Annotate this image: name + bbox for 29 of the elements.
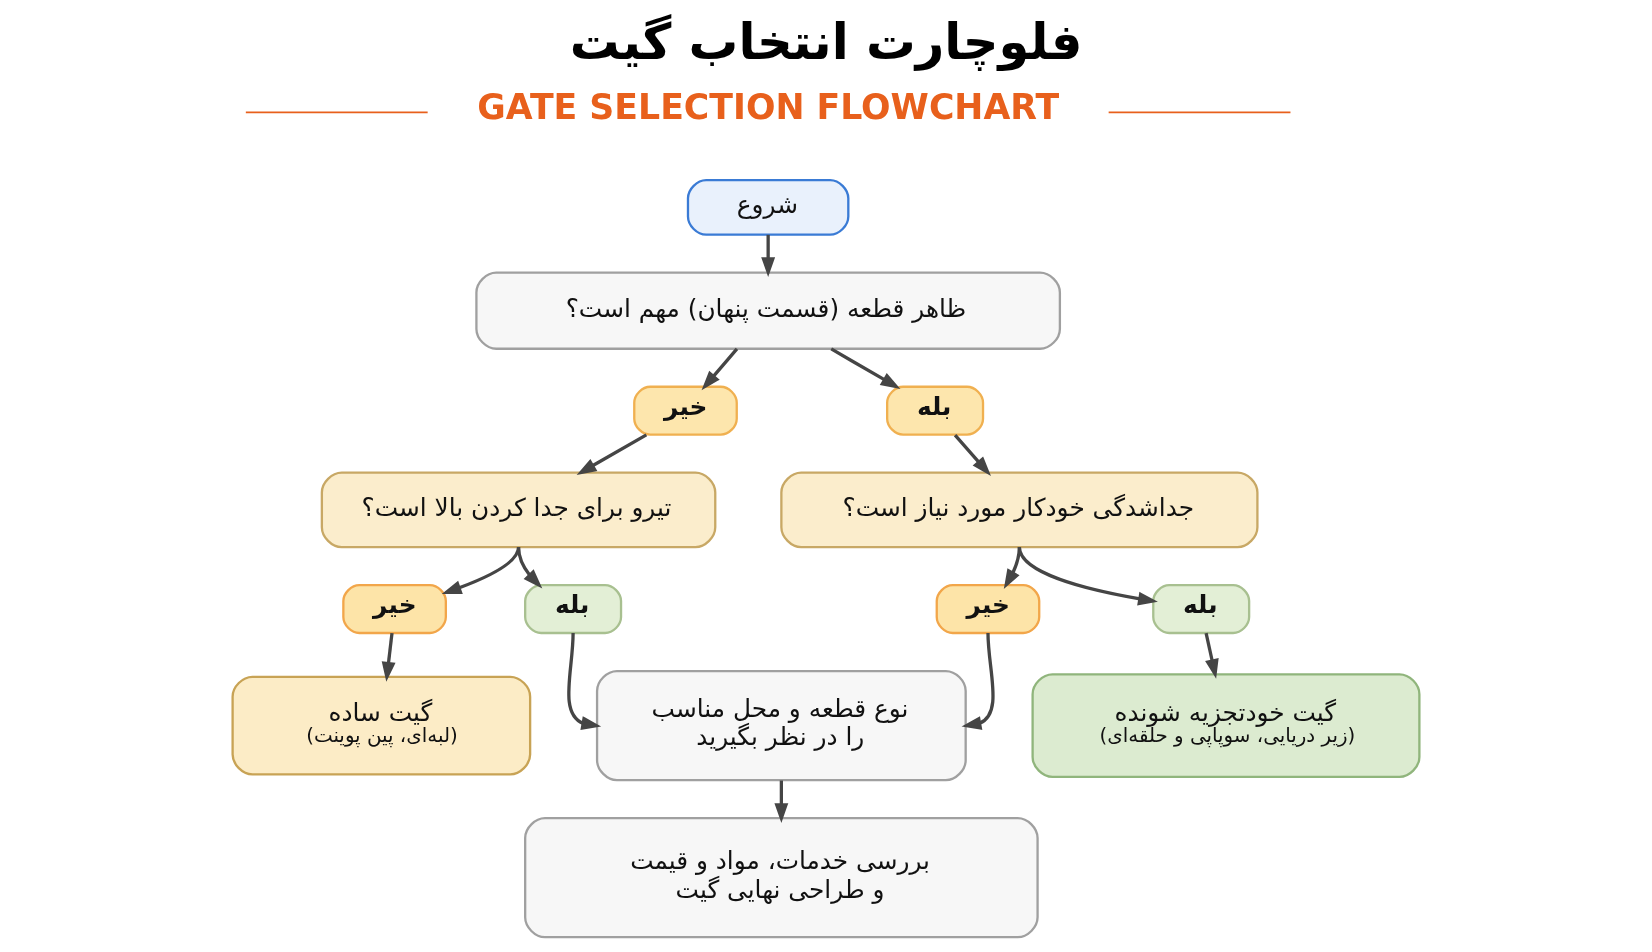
- arrow: [1003, 547, 1022, 590]
- node-box: خیر: [342, 583, 447, 635]
- node-box: بله: [886, 385, 985, 436]
- arrow: [516, 547, 543, 589]
- node-box: شروع: [686, 178, 850, 236]
- arrow: [953, 434, 991, 476]
- node-box: بررسی خدمات، مواد و قیمت و طراحی نهایی گیت: [524, 817, 1039, 939]
- arrow: [774, 780, 789, 824]
- arrow: [761, 234, 776, 278]
- arrow: [576, 433, 648, 475]
- node-box: ظاهر قطعه (قسمت پنهان) مهم است؟: [475, 271, 1062, 350]
- arrow: [830, 347, 901, 389]
- arrow: [1017, 546, 1158, 606]
- node-box: خیر: [633, 385, 738, 436]
- diagram-title: فلوچارت انتخاب گیت: [569, 13, 1083, 72]
- node-box: گیت خودتجزیه شونده (زیر دریایی، سوپاپی و حلقه‌ای): [1031, 673, 1421, 778]
- node-box: خیر: [935, 583, 1041, 635]
- node-box: بله: [524, 583, 623, 635]
- node-box: بله: [1152, 583, 1251, 635]
- node-box: تیرو برای جدا کردن بالا است؟: [320, 471, 717, 549]
- label: GATE SELECTION FLOWCHART: [477, 87, 1060, 128]
- arrow: [1204, 632, 1219, 679]
- node-box: گیت ساده (لبه‌ای، پین پوینت): [231, 675, 532, 776]
- arrow: [381, 632, 396, 682]
- arrow: [701, 347, 739, 391]
- arrow: [567, 632, 602, 730]
- arrow: [961, 632, 995, 730]
- node-box: نوع قطعه و محل مناسب را در نظر بگیرید: [595, 669, 967, 782]
- node-box: جداشدگی خودکار مورد نیاز است؟: [780, 471, 1259, 549]
